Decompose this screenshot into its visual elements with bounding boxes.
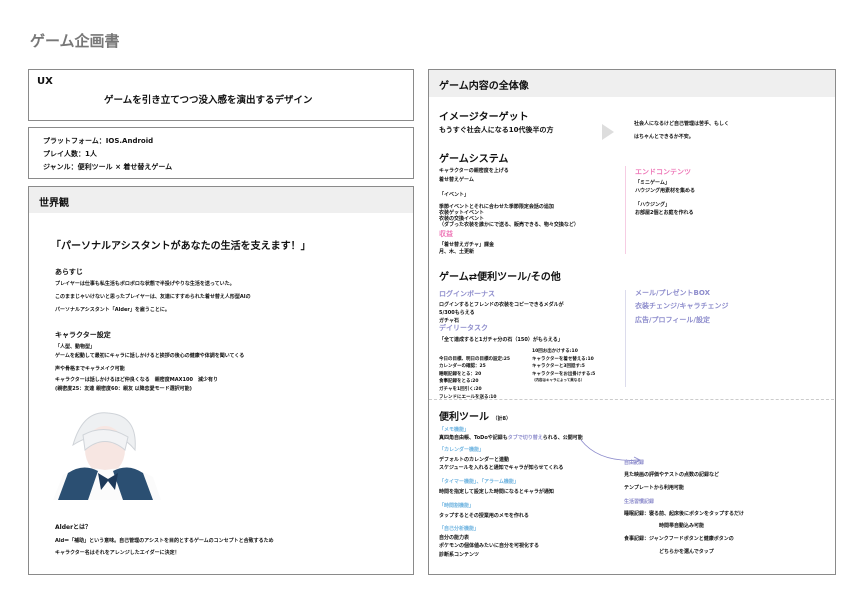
end-line: ハウジング用素材を集める	[635, 188, 696, 194]
menu-item-change: 衣装チェンジ/キャラチェンジ	[635, 302, 729, 310]
menu-item-mail: メール/プレゼントBOX	[635, 289, 710, 297]
arrow-right-icon	[602, 124, 614, 140]
character-title: キャラクター設定	[55, 331, 111, 339]
character-illustration	[53, 412, 161, 500]
life-record-title: 生活習慣記録	[624, 499, 655, 505]
character-line: キャラクターは話しかけるほど仲良くなる 親密度MAX100 減少有り	[55, 377, 218, 383]
synopsis-title: あらすじ	[55, 268, 83, 276]
players: プレイ人数：1人	[43, 150, 97, 158]
system-title: ゲームシステム	[439, 154, 509, 165]
target-text: もうすぐ社会人になる10代後半の方	[439, 126, 554, 134]
calendar-line: デフォルトのカレンダーと連動	[439, 457, 510, 463]
overview-header: ゲーム内容の全体像	[429, 70, 835, 97]
daily-note: 「全て達成すると1ガチャ分の石（150）がもらえる」	[439, 337, 563, 343]
target-note: はちゃんとできるか不安。	[634, 134, 694, 140]
synopsis-line: プレイヤーは仕事も私生活もボロボロな状態で半投げやりな生活を送っていた。	[55, 281, 235, 287]
world-panel: 世界観 「パーソナルアシスタントがあなたの生活を支えます！」 あらすじ プレイヤ…	[28, 186, 414, 575]
timer-title: 「タイマー機能」、「アラーム機能」	[439, 479, 519, 485]
login-line: ガチャ石	[439, 318, 459, 324]
dashed-divider	[429, 399, 834, 400]
login-line: 5/300もらえる	[439, 310, 475, 316]
ux-panel: UX ゲームを引き立てつつ没入感を演出するデザイン	[28, 69, 414, 121]
event-line: 衣装の交換イベント	[439, 216, 485, 222]
synopsis-line: パーソナルアシスタント「Alder」を雇うことに。	[55, 307, 170, 313]
timetable-title: 「時間割機能」	[439, 503, 475, 509]
platform: プラットフォーム：IOS.Android	[43, 137, 154, 145]
ux-tagline: ゲームを引き立てつつ没入感を演出するデザイン	[104, 95, 313, 106]
meal-line: どちらかを選んでタップ	[659, 549, 714, 555]
curved-arrow-icon	[580, 439, 641, 464]
synopsis-line: このままじゃいけないと思ったプレイヤーは、友達にすすめられた着せ替え人形型AIの	[55, 294, 251, 300]
info-panel: プラットフォーム：IOS.Android プレイ人数：1人 ジャンル：便利ツール…	[28, 127, 414, 179]
system-line: 着せ替えゲーム	[439, 177, 474, 183]
free-line: テンプレートから利用可能	[624, 485, 684, 491]
event-line: 季節イベントとそれに合わせた季節限定会話の追加	[439, 204, 554, 210]
daily-task-title: デイリータスク	[439, 324, 488, 332]
end-content-title: エンドコンテンツ	[635, 168, 691, 176]
memo-title: 「メモ機能」	[439, 427, 470, 433]
overview-panel: ゲーム内容の全体像 イメージターゲット もうすぐ社会人になる10代後半の方 社会…	[428, 69, 836, 575]
document-title: ゲーム企画書	[30, 32, 120, 50]
world-header: 世界観	[29, 187, 413, 213]
character-line: 声や骨格までキャラメイク可能	[55, 366, 125, 372]
tools-title: 便利ツール （計8）	[439, 412, 511, 423]
target-title: イメージターゲット	[439, 112, 529, 123]
free-line: 見た映画の評価やテストの点数の記録など	[624, 472, 720, 478]
timetable-line: タップするとその授業用のメモを作れる	[439, 513, 529, 519]
system-line: キャラクターの親密度を上げる	[439, 168, 509, 174]
divider	[625, 166, 626, 254]
alder-line: Ald＝「補助」という意味。自己管理のアシストを目的とするゲームのコンセプトと合…	[55, 538, 274, 544]
target-note: 社会人になるけど自己管理は苦手、もしく	[634, 121, 730, 127]
event-title: 「イベント」	[439, 192, 470, 198]
genre: ジャンル：便利ツール × 着せ替えゲーム	[43, 163, 173, 171]
login-line: ログインするとフレンドの衣装をコピーできるメダルが	[439, 302, 564, 308]
catchphrase: 「パーソナルアシスタントがあなたの生活を支えます！」	[51, 241, 311, 252]
character-line: 「人型、動物型」	[55, 344, 96, 350]
revenue-line: 月、木、土更新	[439, 249, 475, 255]
sleep-line: 睡眠記録：寝る前、起床後にボタンをタップするだけ	[624, 511, 745, 517]
end-line: 「ハウジング」	[635, 202, 671, 208]
end-line: お部屋2個とお庭を作れる	[635, 210, 694, 216]
meal-line: 食事記録：ジャンクフードボタンと健康ボタンの	[624, 536, 734, 542]
free-record-title: 自由記録	[624, 460, 645, 466]
alder-title: Alderとは？	[55, 524, 92, 531]
character-line: (親密度25：友達 親密度60：親友 以降恋愛モード選択可能)	[55, 386, 192, 392]
sleep-line: 時間帯自動込み可能	[659, 523, 705, 529]
revenue-line: 「着せ替えガチャ」課金	[439, 242, 494, 248]
menu-item-settings: 広告/プロフィール/設定	[635, 316, 710, 324]
link-title: ゲーム⇄便利ツール/その他	[439, 272, 561, 283]
timer-line: 時間を指定して設定した時間になるとキャラが通知	[439, 489, 554, 495]
event-line: 衣装ゲットイベント	[439, 210, 485, 216]
end-line: 「ミニゲーム」	[635, 180, 670, 186]
calendar-line: スケジュールを入れると通知でキャラが知らせてくれる	[439, 465, 564, 471]
self-line: ポケモンの個体値みたいに自分を可視化する	[439, 543, 540, 549]
event-line: （ダブった衣装を誰かにで送る、販売できる、物々交換など）	[439, 222, 579, 228]
self-line: 自分の能力表	[439, 535, 470, 541]
self-line: 診断系コンテンツ	[439, 552, 480, 558]
calendar-title: 「カレンダー機能」	[439, 447, 485, 453]
ux-label: UX	[37, 76, 53, 87]
character-line: ゲームを起動して最初にキャラに話しかけると挨拶の後心の健康や体調を聞いてくる	[55, 353, 245, 359]
revenue-title: 収益	[439, 230, 453, 238]
divider	[625, 290, 626, 387]
memo-text: 真四角自由帳、ToDoや記録もタブで切り替えられる、公開可能	[439, 435, 583, 441]
login-bonus-title: ログインボーナス	[439, 290, 495, 298]
alder-line: キャラクター名はそれをアレンジしたエイダーに決定！	[55, 550, 180, 556]
self-analysis-title: 「自己分析機能」	[439, 526, 480, 532]
